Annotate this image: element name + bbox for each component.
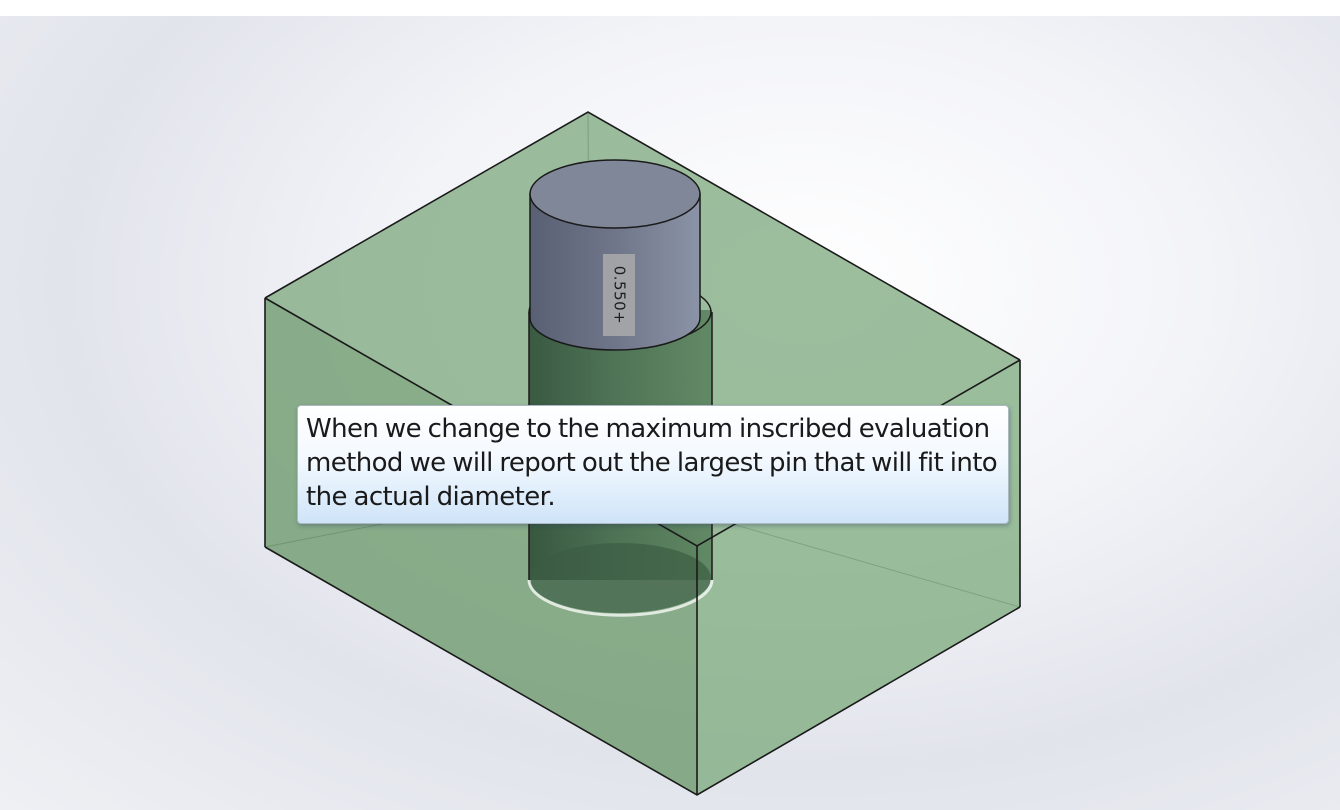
viewport-top-edge [0, 0, 1340, 16]
diameter-dimension-label[interactable]: 0.550+ [603, 254, 635, 336]
tutorial-callout: When we change to the maximum inscribed … [297, 405, 1009, 524]
diameter-dimension-value: 0.550+ [610, 265, 629, 325]
tutorial-callout-text: When we change to the maximum inscribed … [306, 414, 998, 512]
